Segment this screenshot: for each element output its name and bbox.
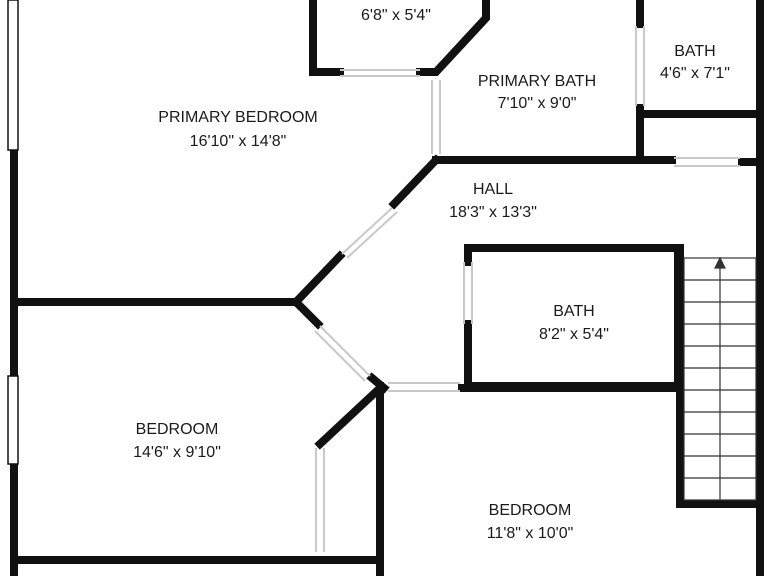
primary-bedroom-dims: 16'10" x 14'8"	[190, 133, 287, 150]
hall-dims: 18'3" x 13'3"	[449, 204, 537, 221]
closet-door-opening	[340, 69, 420, 77]
stair-arrow-icon	[714, 256, 726, 269]
bedroom-bottom-name: BEDROOM	[489, 502, 572, 519]
closet-dims: 6'8" x 5'4"	[361, 7, 431, 24]
left-bedroom-door-opening	[315, 448, 325, 552]
bottom-bedroom-door-opening	[388, 382, 460, 392]
stair-wall	[676, 244, 764, 508]
diagonal-door-opening	[341, 207, 398, 259]
bath-center-dims: 8'2" x 5'4"	[539, 326, 609, 343]
primary-bath-name: PRIMARY BATH	[478, 73, 596, 90]
bedroom-left-dims: 14'6" x 9'10"	[133, 444, 221, 461]
hall-top-wall	[432, 156, 764, 166]
left-bedroom-window	[7, 375, 19, 465]
lower-diagonal-door-opening	[314, 325, 371, 382]
closet-walls	[309, 0, 490, 76]
bedroom-bottom-dims: 11'8" x 10'0"	[487, 525, 574, 542]
primary-bath-door-opening	[431, 80, 441, 154]
thin-wall-segments	[314, 26, 740, 552]
bath-top-right-dims: 4'6" x 7'1"	[660, 65, 730, 82]
center-bath-door-opening	[463, 262, 473, 324]
bath-top-right-name: BATH	[674, 43, 715, 60]
primary-bedroom-name: PRIMARY BEDROOM	[158, 109, 317, 126]
primary-bedroom-diagonal-wall	[290, 154, 442, 308]
stairs	[683, 256, 757, 501]
bath-center-name: BATH	[553, 303, 594, 320]
bedroom-left-name: BEDROOM	[136, 421, 219, 438]
walls	[10, 0, 764, 576]
primary-bath-dims: 7'10" x 9'0"	[498, 95, 577, 112]
bath-door-opening	[635, 26, 645, 106]
room-labels: 6'8" x 5'4" PRIMARY BEDROOM 16'10" x 14'…	[133, 7, 730, 542]
primary-bedroom-window	[7, 0, 19, 151]
windows	[7, 0, 19, 465]
left-bedroom-diagonal-wall	[314, 382, 386, 450]
hall-right-opening	[674, 157, 740, 167]
hall-name: HALL	[473, 181, 513, 198]
hall-lower-diagonal-wall	[290, 296, 324, 330]
